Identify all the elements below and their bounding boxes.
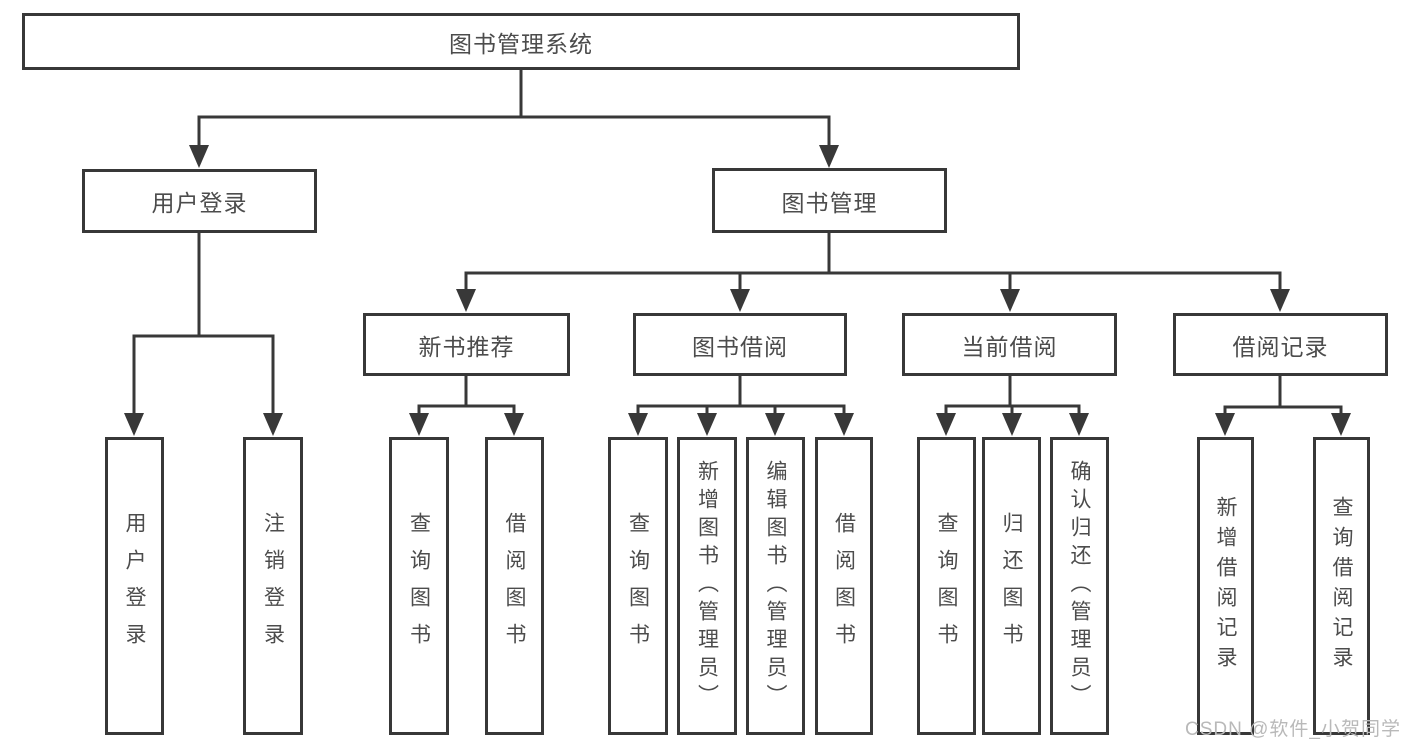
connector-book-borrow-branch: [636, 404, 846, 416]
arrowhead: [1215, 413, 1235, 436]
node-borrow-record: 借阅记录: [1173, 313, 1388, 376]
watermark: CSDN @软件_小贺同学: [1185, 719, 1401, 740]
arrowhead: [936, 413, 956, 436]
arrowhead: [765, 413, 785, 436]
arrowhead: [124, 413, 144, 436]
leaf-borrow-books: 借阅图书: [485, 437, 544, 735]
node-book-mgmt: 图书管理: [712, 168, 947, 233]
arrowhead: [834, 413, 854, 436]
arrowhead: [1270, 289, 1290, 312]
arrowhead: [456, 289, 476, 312]
leaf-logout: 注销登录: [243, 437, 303, 735]
arrowhead: [819, 145, 839, 168]
arrowhead: [730, 289, 750, 312]
leaf-add-books-admin: 新增图书（管理员）: [677, 437, 737, 735]
leaf-query-borrow-record: 查询借阅记录: [1313, 437, 1370, 735]
node-user-login: 用户登录: [82, 169, 317, 233]
leaf-confirm-return-admin: 确认归还（管理员）: [1050, 437, 1109, 735]
leaf-query-books: 查询图书: [389, 437, 449, 735]
arrowhead: [263, 413, 283, 436]
leaf-user-login: 用户登录: [105, 437, 164, 735]
node-book-borrow: 图书借阅: [633, 313, 847, 376]
connector-root-branch: [197, 115, 831, 148]
leaf-borrow-books: 借阅图书: [815, 437, 873, 735]
arrowhead: [189, 145, 209, 168]
arrowhead: [504, 413, 524, 436]
node-new-book-recommend: 新书推荐: [363, 313, 570, 376]
node-current-borrow: 当前借阅: [902, 313, 1117, 376]
arrowhead: [1000, 289, 1020, 312]
arrowhead: [1002, 413, 1022, 436]
leaf-query-books: 查询图书: [917, 437, 976, 735]
leaf-edit-books-admin: 编辑图书（管理员）: [746, 437, 805, 735]
connector-new-book-rec-branch: [417, 404, 516, 416]
connector-borrow-record-branch: [1223, 405, 1343, 417]
arrowhead: [409, 413, 429, 436]
leaf-return-books: 归还图书: [982, 437, 1041, 735]
connector-user-login-branch: [132, 334, 275, 414]
connector-book-mgmt-branch: [464, 271, 1282, 291]
node-root: 图书管理系统: [22, 13, 1020, 70]
leaf-add-borrow-record: 新增借阅记录: [1197, 437, 1254, 735]
arrowhead: [1069, 413, 1089, 436]
arrowhead: [628, 413, 648, 436]
arrowhead: [1331, 413, 1351, 436]
leaf-query-books: 查询图书: [608, 437, 668, 735]
arrowhead: [697, 413, 717, 436]
